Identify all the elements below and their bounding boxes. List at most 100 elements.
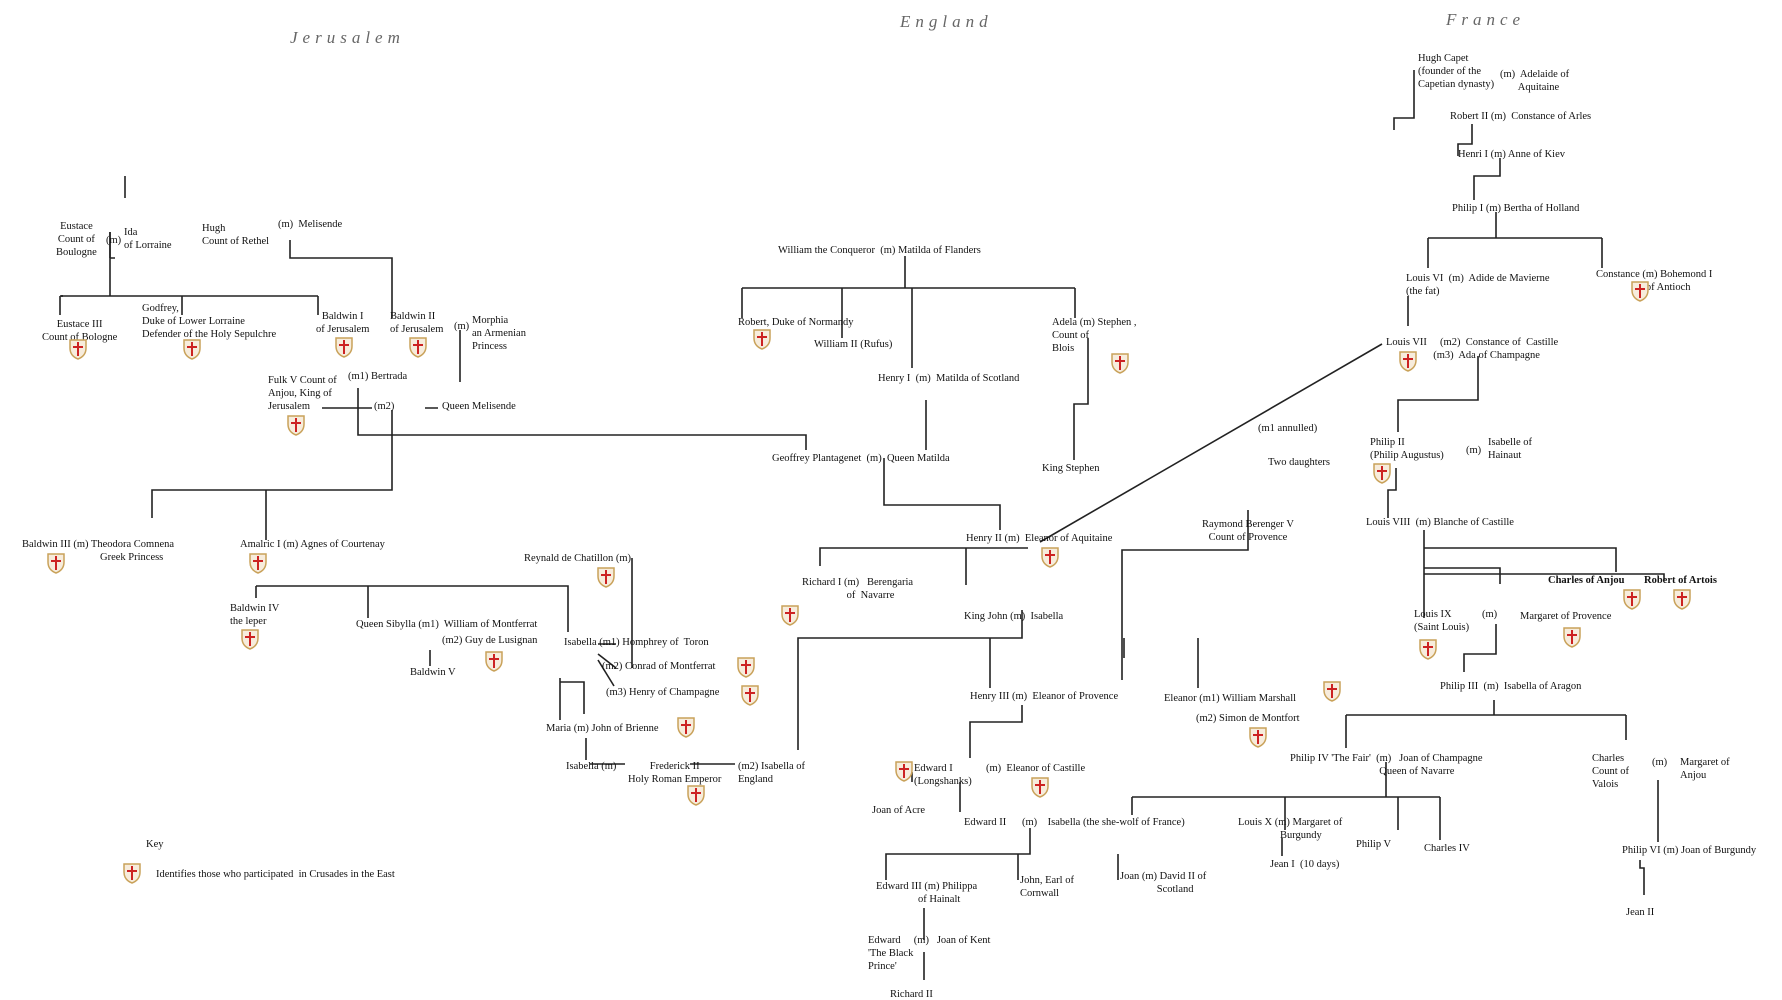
key-heading: Key <box>146 839 164 850</box>
person-isabelle-hainaut: Isabelle of Hainaut <box>1488 437 1533 461</box>
person-king-stephen: King Stephen <box>1042 463 1100 474</box>
person-william-conqueror: William the Conqueror (m) Matilda of Fla… <box>778 245 981 256</box>
person-henry2: Henry II (m) Eleanor of Aquitaine <box>966 533 1113 544</box>
person-john-cornwall: John, Earl of Cornwall <box>1020 875 1074 899</box>
person-jean2: Jean II <box>1626 907 1655 918</box>
crusader-shield-icon <box>287 415 305 436</box>
crusader-shield-icon <box>1373 463 1391 484</box>
crusader-shield-icon <box>69 339 87 360</box>
crusader-shield-icon <box>183 339 201 360</box>
person-reynald: Reynald de Chatillon (m) <box>524 553 632 564</box>
crusader-shield-icon <box>1111 353 1129 374</box>
crusader-shield-icon <box>597 567 615 588</box>
marriage-marker: (m) <box>454 321 470 332</box>
person-sibylla: Queen Sibylla (m1) William of Montferrat <box>356 619 538 630</box>
person-robert-artois: Robert of Artois <box>1644 575 1717 586</box>
person-philip4: Philip IV 'The Fair' (m) Joan of Champag… <box>1290 753 1483 777</box>
crusader-shield-icon <box>47 553 65 574</box>
crusader-shield-icon <box>781 605 799 626</box>
marriage-marker: (m) <box>1652 757 1668 768</box>
england-title: England <box>900 12 993 31</box>
france-title: France <box>1446 10 1526 29</box>
person-louis9: Louis IX (Saint Louis) <box>1414 609 1470 633</box>
person-philip3: Philip III (m) Isabella of Aragon <box>1440 681 1582 692</box>
jerusalem-title: Jerusalem <box>290 28 405 47</box>
marriage-marker: (m) <box>1482 609 1498 620</box>
crusader-shield-icon <box>249 553 267 574</box>
person-robert2: Robert II (m) Constance of Arles <box>1450 111 1592 122</box>
person-eleanor-marshall: Eleanor (m1) William Marshall <box>1164 693 1297 704</box>
person-raymond-berenger: Raymond Berenger V Count of Provence <box>1202 519 1294 543</box>
person-charles-anjou: Charles of Anjou <box>1548 575 1625 586</box>
person-charles4: Charles IV <box>1424 843 1470 854</box>
person-conrad: (m2) Conrad of Montferrat <box>602 661 716 672</box>
person-godfrey: Godfrey, Duke of Lower Lorraine Defender… <box>142 303 277 340</box>
crusader-shield-icon <box>737 657 755 678</box>
person-louis7: Louis VII (m2) Constance of Castille (m3… <box>1386 337 1559 361</box>
person-eustace: Eustace Count of Boulogne <box>56 221 97 258</box>
person-richard1: Richard I (m) Berengaria of Navarre <box>802 577 914 601</box>
crusader-shield-icon <box>409 337 427 358</box>
key-crusader-shield-icon <box>123 863 141 884</box>
person-ida: Ida of Lorraine <box>124 227 172 251</box>
person-louis10: Louis X (m) Margaret of Burgundy <box>1238 817 1343 841</box>
crusader-shield-icon <box>1419 639 1437 660</box>
person-queen-melisende: Queen Melisende <box>442 401 516 412</box>
crusader-shield-icon <box>1563 627 1581 648</box>
person-edward1: Edward I (Longshanks) <box>914 763 972 787</box>
crusader-shield-icon <box>1399 351 1417 372</box>
person-king-john: King John (m) Isabella <box>964 611 1064 622</box>
crusader-shield-icon <box>335 337 353 358</box>
person-philip1: Philip I (m) Bertha of Holland <box>1452 203 1580 214</box>
person-baldwin3: Baldwin III (m) Theodora Comnena <box>22 539 175 550</box>
person-jean1: Jean I (10 days) <box>1270 859 1340 870</box>
person-margaret-provence: Margaret of Provence <box>1520 611 1612 622</box>
crusader-shield-icon <box>1631 281 1649 302</box>
person-baldwin1: Baldwin I of Jerusalem <box>316 311 370 335</box>
crusader-shield-icon <box>241 629 259 650</box>
person-hugh: Hugh Count of Rethel <box>202 223 270 247</box>
person-fulk: Fulk V Count of Anjou, King of Jerusalem <box>268 375 337 412</box>
crusader-shield-icon <box>485 651 503 672</box>
crusader-shield-icon <box>1673 589 1691 610</box>
person-robert-normandy: Robert, Duke of Normandy <box>738 317 854 328</box>
person-edward2: Edward II (m) Isabella (the she-wolf of … <box>964 817 1185 828</box>
crusader-shield-icon <box>677 717 695 738</box>
person-margaret-anjou: Margaret of Anjou <box>1680 757 1730 781</box>
crusader-shield-icon <box>1031 777 1049 798</box>
person-baldwin5: Baldwin V <box>410 667 456 678</box>
crusader-shield-icon <box>895 761 913 782</box>
person-eustace3: Eustace III Count of Bologne <box>42 319 118 343</box>
person-greek-princess: Greek Princess <box>100 552 164 563</box>
crusader-shield-icon <box>687 785 705 806</box>
person-henry-champagne: (m3) Henry of Champagne <box>606 687 720 698</box>
person-simon-montfort: (m2) Simon de Montfort <box>1196 713 1300 724</box>
person-maria: Maria (m) John of Brienne <box>546 723 659 734</box>
person-charles-valois: Charles Count of Valois <box>1592 753 1630 790</box>
crusader-shield-icon <box>753 329 771 350</box>
person-edward3: Edward III (m) Philippa of Hainalt <box>876 881 978 905</box>
person-guy: (m2) Guy de Lusignan <box>442 635 538 646</box>
person-louis6: Louis VI (m) Adide de Mavierne (the fat) <box>1406 273 1550 297</box>
person-adela: Adela (m) Stephen , Count of Blois <box>1052 317 1137 354</box>
person-two-daughters: Two daughters <box>1268 457 1330 468</box>
crusader-shield-icon <box>741 685 759 706</box>
person-black-prince: Edward (m) Joan of Kent 'The Black Princ… <box>868 935 991 972</box>
person-henry1: Henry I (m) Matilda of Scotland <box>878 373 1020 384</box>
person-bertrada: (m1) Bertrada <box>348 371 408 382</box>
person-hugh-capet: Hugh Capet (founder of the Capetian dyna… <box>1418 53 1495 90</box>
person-melisende-top: (m) Melisende <box>278 219 343 230</box>
marriage-marker: (m) <box>106 235 122 246</box>
person-amalric: Amalric I (m) Agnes of Courtenay <box>240 539 385 550</box>
person-henry3: Henry III (m) Eleanor of Provence <box>970 691 1119 702</box>
person-isabella-jerusalem: Isabella (m1) Homphrey of Toron <box>564 637 709 648</box>
person-morphia: Morphia an Armenian Princess <box>472 315 526 352</box>
person-louis8: Louis VIII (m) Blanche of Castille <box>1366 517 1514 528</box>
person-william2: William II (Rufus) <box>814 339 893 350</box>
person-joan-acre: Joan of Acre <box>872 805 926 816</box>
crusader-shield-icon <box>1623 589 1641 610</box>
person-philip2: Philip II (Philip Augustus) <box>1370 437 1444 461</box>
person-henri1: Henri I (m) Anne of Kiev <box>1458 149 1566 160</box>
key-description: Identifies those who participated in Cru… <box>156 869 395 880</box>
